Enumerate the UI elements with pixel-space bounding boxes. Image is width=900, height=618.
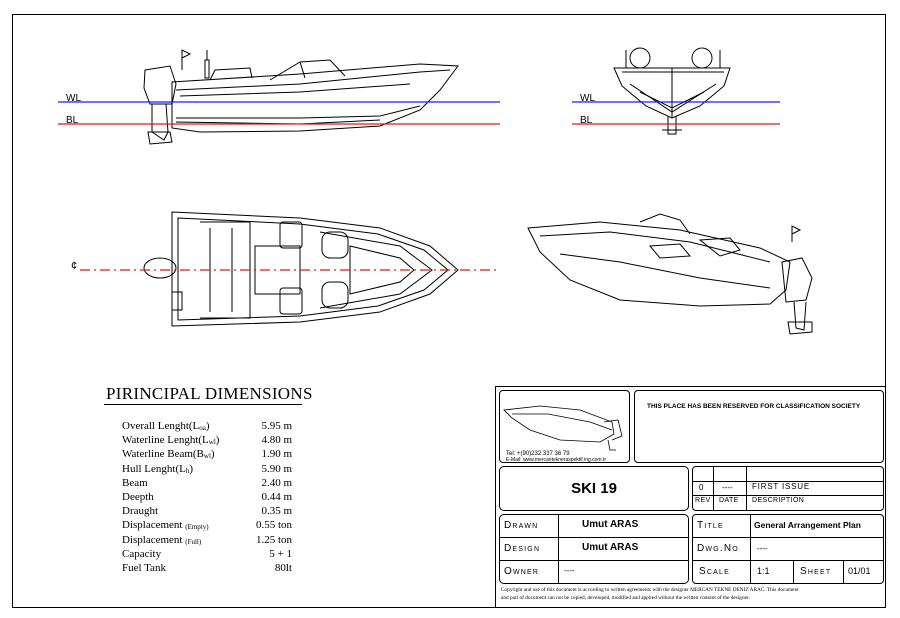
logo-contact-phone: Tel: +(90)232 337 36 79 <box>506 451 570 457</box>
dimension-row: Deepth 0.44 m <box>122 491 292 505</box>
logo-boat-sketch <box>503 405 623 451</box>
revision-date: ---- <box>722 483 733 492</box>
plan-view <box>143 211 459 327</box>
classification-box: THIS PLACE HAS BEEN RESERVED FOR CLASSIF… <box>634 390 884 463</box>
side-wl-label: WL <box>66 93 81 104</box>
sheet-label: Sheet <box>800 566 832 577</box>
drawing-name-box: SKI 19 <box>499 466 689 511</box>
dimension-value: 4.80 m <box>261 434 292 447</box>
dimension-value: 0.55 ton <box>255 519 292 532</box>
dimension-value: 0.35 m <box>261 505 292 518</box>
copyright-line-2: and part of document can not be copied, … <box>501 595 750 601</box>
dimension-value: 1.90 m <box>261 448 292 461</box>
logo-box: Tel: +(90)232 337 36 79 E-Mail: www.merc… <box>499 390 630 463</box>
title-block: Tel: +(90)232 337 36 79 E-Mail: www.merc… <box>495 386 886 608</box>
dimension-value: 80lt <box>274 562 292 575</box>
design-label: Design <box>504 543 541 554</box>
dimension-label: Hull Lenght(Lh) <box>122 462 194 475</box>
dimensions-title: PIRINCIPAL DIMENSIONS <box>106 384 313 403</box>
dimension-label: Beam <box>122 476 148 489</box>
dimension-label: Waterline Beam(Bwl) <box>122 448 215 461</box>
dimension-row: Overall Lenght(Loa) 5.95 m <box>122 420 292 434</box>
drawn-label: Drawn <box>504 520 539 531</box>
owner-value: ---- <box>564 566 575 575</box>
dimension-label: Overall Lenght(Loa) <box>122 420 210 432</box>
dimension-value: 5.95 m <box>261 420 292 432</box>
dimension-row: Beam 2.40 m <box>122 477 292 491</box>
dwgno-label: Dwg.No <box>697 543 739 554</box>
side-profile-view <box>143 49 459 145</box>
dimension-label: Deepth <box>122 491 154 504</box>
side-bl-label: BL <box>66 115 79 126</box>
dimension-row: Hull Lenght(Lh) 5.90 m <box>122 463 292 477</box>
description-header: DESCRIPTION <box>752 497 805 504</box>
copyright-line-1: Copyright and use of this document is ac… <box>501 587 799 593</box>
front-wl-label: WL <box>580 93 595 104</box>
dimension-row: Waterline Beam(Bwl) 1.90 m <box>122 448 292 462</box>
dimension-label: Displacement (Full) <box>122 533 202 546</box>
dimension-label: Fuel Tank <box>122 562 166 575</box>
owner-label: Owner <box>504 566 540 577</box>
front-bl-label: BL <box>580 115 593 126</box>
perspective-view <box>527 213 813 335</box>
dimension-row: Draught 0.35 m <box>122 505 292 519</box>
dimension-label: Displacement (Empty) <box>122 519 209 532</box>
date-header: DATE <box>719 497 739 504</box>
dimension-value: 5.90 m <box>261 462 292 475</box>
dimension-row: Waterline Lenght(Lwl) 4.80 m <box>122 434 292 448</box>
sheet-value: 01/01 <box>848 566 871 576</box>
scale-value: 1:1 <box>757 566 770 576</box>
dimension-row: Displacement (Empty) 0.55 ton <box>122 519 292 533</box>
design-value: Umut ARAS <box>582 542 639 553</box>
revision-description: FIRST ISSUE <box>752 482 810 491</box>
dimension-row: Fuel Tank 80lt <box>122 562 292 576</box>
dimension-value: 5 + 1 <box>269 547 292 560</box>
revision-table: 0 ---- FIRST ISSUE REV DATE DESCRIPTION <box>692 466 884 511</box>
dimensions-title-underline <box>104 404 302 405</box>
drawing-frame <box>12 14 886 608</box>
scale-label: Scale <box>699 566 730 577</box>
title-label: Title <box>697 520 724 531</box>
logo-contact-email: E-Mail: www.mercantekneraspektif.ing.com… <box>506 457 607 463</box>
classification-note: THIS PLACE HAS BEEN RESERVED FOR CLASSIF… <box>647 403 861 410</box>
dimension-value: 1.25 ton <box>255 533 292 546</box>
title-info-box: Title General Arrangement Plan Dwg.No --… <box>692 514 884 584</box>
dimensions-table: Overall Lenght(Loa) 5.95 m Waterline Lengh… <box>122 420 292 576</box>
dimension-value: 0.44 m <box>261 491 292 504</box>
drawing-name: SKI 19 <box>571 480 617 497</box>
title-value: General Arrangement Plan <box>754 520 861 530</box>
dimension-label: Capacity <box>122 547 162 560</box>
centerline-label: ¢ <box>71 260 78 272</box>
front-view <box>613 47 731 135</box>
personnel-box: Drawn Umut ARAS Design Umut ARAS Owner -… <box>499 514 689 584</box>
dwgno-value: ---- <box>757 544 768 553</box>
dimension-label: Waterline Lenght(Lwl) <box>122 434 220 447</box>
dimension-label: Draught <box>122 505 159 518</box>
dimension-row: Displacement (Full) 1.25 ton <box>122 534 292 548</box>
dimension-row: Capacity 5 + 1 <box>122 548 292 562</box>
rev-header: REV <box>695 497 711 504</box>
revision-number: 0 <box>699 483 704 492</box>
drawn-value: Umut ARAS <box>582 519 639 530</box>
dimension-value: 2.40 m <box>261 476 292 489</box>
